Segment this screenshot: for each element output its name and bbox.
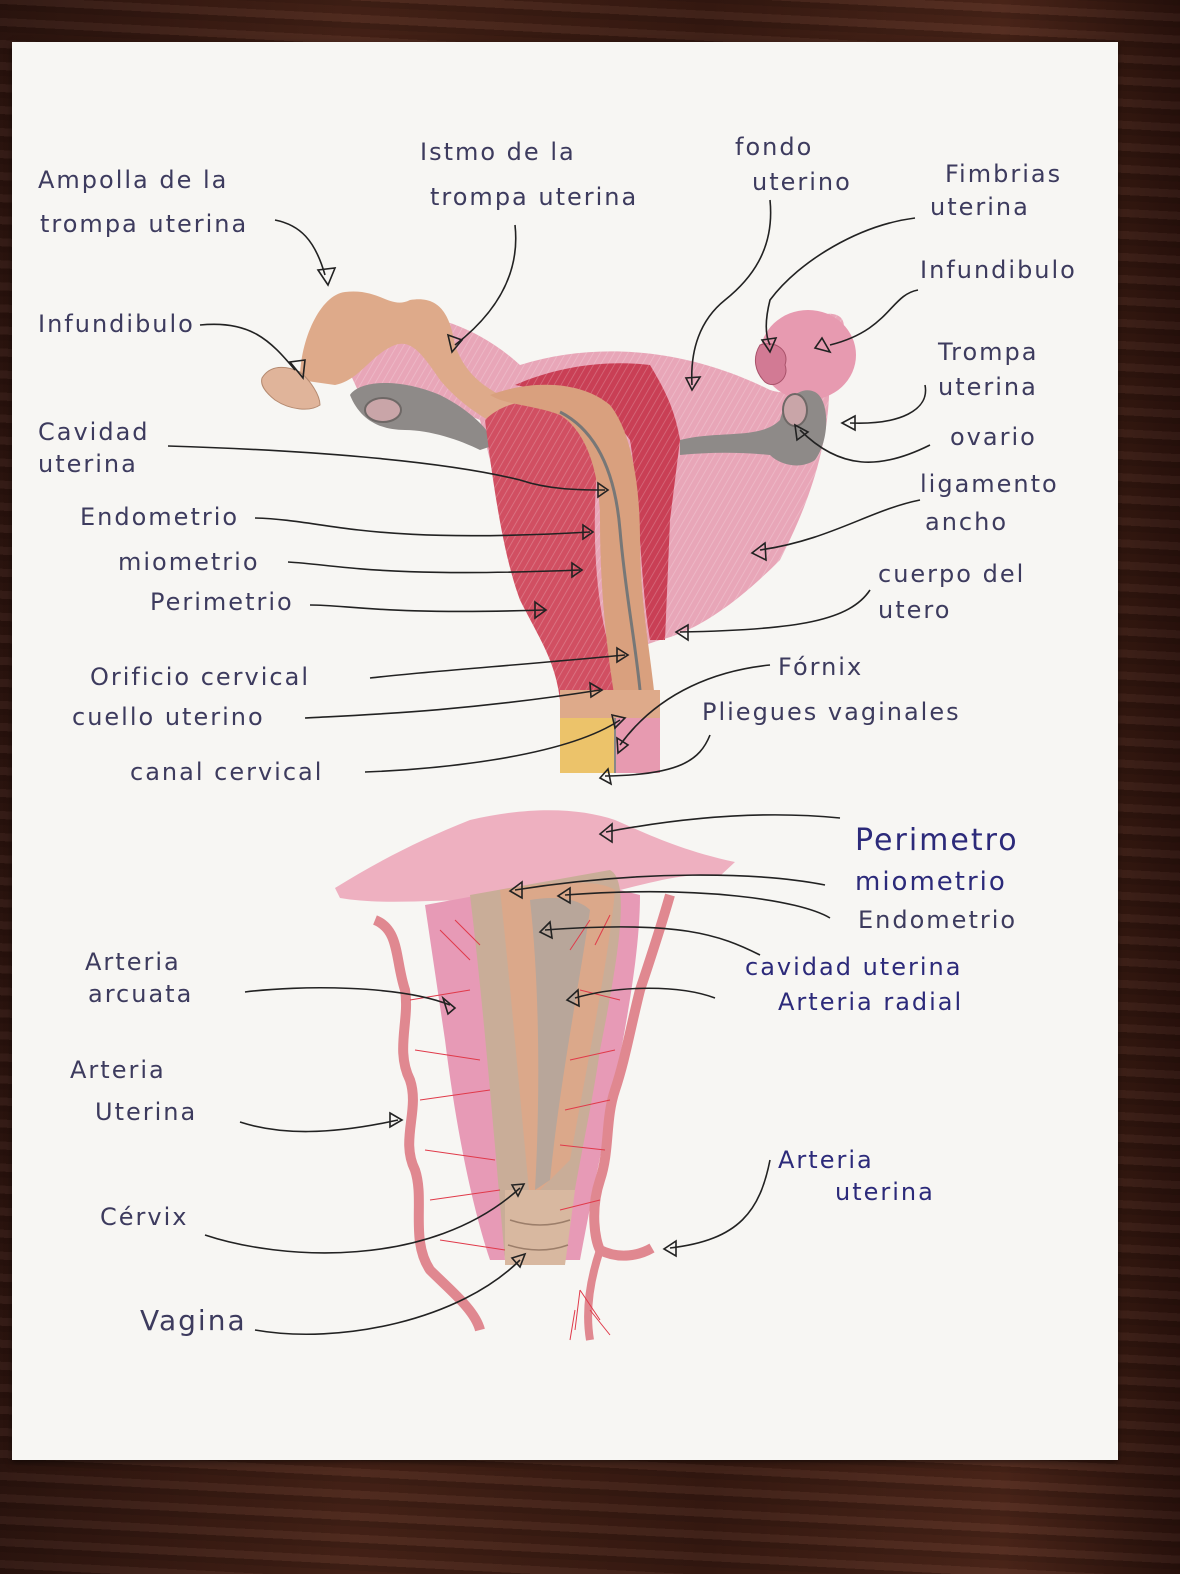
label-trompa-1: Trompa (937, 338, 1038, 366)
label-fondo-2: uterino (752, 168, 852, 196)
label-ampolla-1: Ampolla de la (38, 166, 228, 194)
label-arteria-uterina-right-2: uterina (835, 1178, 935, 1206)
label-infundibulo-right: Infundibulo (920, 256, 1077, 284)
label-cuerpo-1: cuerpo del (878, 560, 1025, 588)
label-cuello: cuello uterino (72, 703, 265, 731)
label-cavidad-1: Cavidad (38, 418, 150, 446)
cervical-canal-yellow (560, 718, 615, 773)
label-arteria-arcuata-2: arcuata (88, 980, 193, 1008)
label-miometrio-bottom: miometrio (855, 867, 1007, 897)
label-endometrio: Endometrio (80, 503, 239, 531)
label-cuerpo-2: utero (878, 596, 951, 624)
label-ligamento-2: ancho (925, 508, 1008, 536)
label-ligamento-1: ligamento (920, 470, 1059, 498)
label-fondo-1: fondo (735, 133, 813, 161)
label-trompa-2: uterina (938, 373, 1038, 401)
label-cavidad-bottom: cavidad uterina (745, 953, 962, 981)
label-pliegues: Pliegues vaginales (702, 698, 961, 726)
label-fimbrias-2: uterina (930, 193, 1030, 221)
vaginal-folds (615, 718, 660, 773)
label-vagina: Vagina (140, 1304, 247, 1337)
label-fornix: Fórnix (778, 653, 863, 681)
right-ovary (783, 394, 807, 426)
label-fimbrias-1: Fimbrias (945, 160, 1062, 188)
label-perimetro: Perimetro (855, 823, 1019, 858)
label-perimetrio: Perimetrio (150, 588, 294, 616)
label-cervix: Cérvix (100, 1203, 188, 1231)
label-cavidad-2: uterina (38, 450, 138, 478)
left-ovary (365, 398, 401, 422)
label-arteria-arcuata-1: Arteria (85, 948, 181, 976)
label-arteria-radial: Arteria radial (778, 988, 963, 1016)
bottom-uterus-illustration (335, 810, 735, 1340)
label-endometrio-bottom: Endometrio (858, 906, 1017, 934)
label-istmo-1: Istmo de la (420, 138, 576, 166)
label-ovario: ovario (950, 423, 1037, 451)
label-arteria-uterina-left-2: Uterina (95, 1098, 197, 1126)
label-orificio: Orificio cervical (90, 663, 310, 691)
label-canal: canal cervical (130, 758, 323, 786)
label-miometrio: miometrio (118, 548, 260, 576)
label-arteria-uterina-left-1: Arteria (70, 1056, 166, 1084)
label-istmo-2: trompa uterina (430, 183, 638, 211)
label-infundibulo-left: Infundibulo (38, 310, 195, 338)
label-arteria-uterina-right-1: Arteria (778, 1146, 874, 1174)
label-ampolla-2: trompa uterina (40, 210, 248, 238)
bottom-cervix (505, 1190, 575, 1265)
